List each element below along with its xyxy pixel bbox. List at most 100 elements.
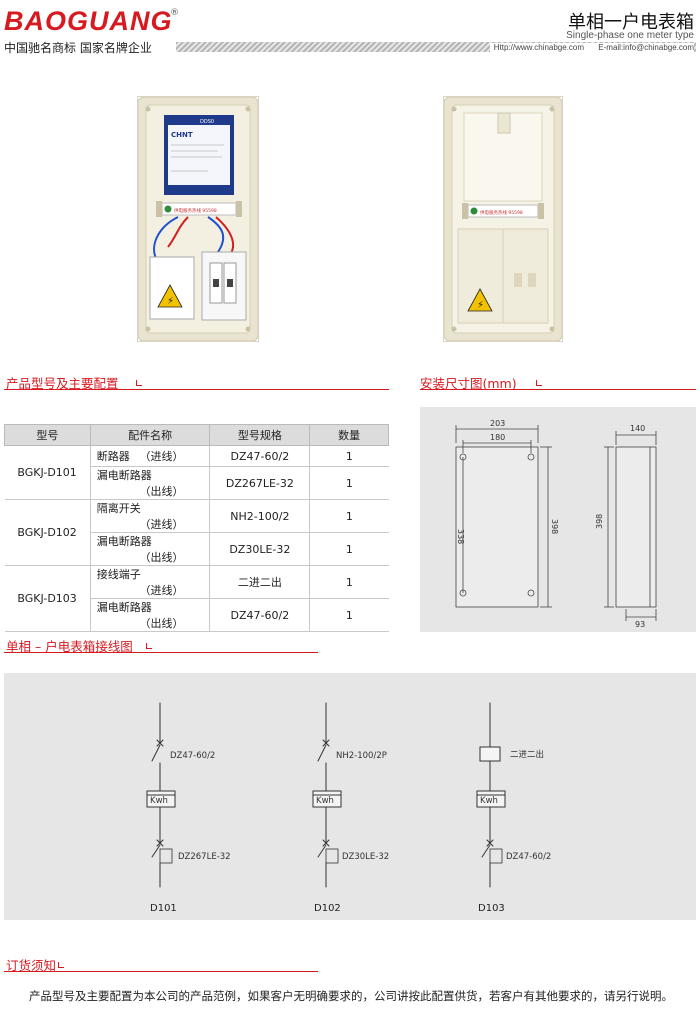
d102-diagram-name: D102 — [314, 903, 341, 914]
d103-diagram-name: D103 — [478, 903, 505, 914]
page-subtitle: Single-phase one meter type — [566, 30, 694, 41]
col-header-part: 配件名称 — [89, 424, 211, 446]
dimension-title-underline — [420, 389, 696, 390]
config-table: 型号 配件名称 型号规格 数量 BGKJ-D101 断路器 （进线） DZ47-6… — [4, 424, 389, 632]
part-name: 漏电断路器 — [96, 535, 152, 548]
d103-top-device-label: 二进二出 — [510, 749, 544, 760]
qty-cell: 1 — [309, 466, 389, 500]
part-name: 接线端子 — [96, 568, 141, 581]
header-stripe-bar — [176, 42, 696, 52]
part-cell: 漏电断路器 （出线） — [89, 466, 210, 500]
wiring-diagram-d102: NH2-100/2P Kwh DZ30LE-32 D102 — [312, 702, 389, 914]
qty-cell: 1 — [309, 499, 389, 533]
config-title-bracket — [136, 380, 142, 386]
qty-cell: 1 — [309, 445, 389, 467]
part-direction: （进线） — [139, 450, 184, 463]
svg-text:⚡: ⚡ — [477, 300, 484, 311]
table-row: 漏电断路器 （出线） DZ47-60/2 1 — [5, 598, 389, 632]
front-width-label: 203 — [490, 419, 505, 428]
order-section-title: 订货须知 — [6, 958, 57, 973]
d101-meter-label: Kwh — [150, 796, 168, 806]
dimension-title-bracket — [536, 380, 542, 386]
d102-bottom-device-label: DZ30LE-32 — [342, 852, 389, 862]
part-direction: （出线） — [139, 617, 184, 630]
spec-cell: DZ30LE-32 — [209, 532, 310, 566]
wiring-diagram-panel: DZ47-60/2 Kwh DZ267LE-32 D101 NH2-100/2P — [4, 673, 696, 920]
table-row: 漏电断路器 （出线） DZ30LE-32 1 — [5, 532, 389, 566]
right-service-plate: 供电服务热线 95598 — [480, 209, 523, 216]
col-header-model: 型号 — [4, 424, 91, 446]
spec-cell: DZ47-60/2 — [209, 445, 310, 467]
table-row: BGKJ-D103 接线端子 （进线） 二进二出 1 — [4, 565, 389, 632]
order-notice-text: 产品型号及主要配置为本公司的产品范例，如果客户无明确要求的，公司讲按此配置供货，… — [29, 989, 673, 1003]
col-header-qty: 数量 — [309, 424, 389, 446]
spec-cell: 二进二出 — [209, 565, 310, 599]
brand-logo: BAOGUANG — [4, 6, 173, 36]
d102-top-device-label: NH2-100/2P — [336, 751, 387, 761]
left-service-plate: 供电服务热线 95598 — [174, 207, 217, 214]
brand-slogan: 中国驰名商标 国家名牌企业 — [4, 41, 152, 55]
wiring-title-underline — [4, 652, 318, 653]
side-depth-label: 140 — [630, 424, 645, 433]
d101-bottom-device-label: DZ267LE-32 — [178, 852, 231, 862]
table-header-row: 型号 配件名称 型号规格 数量 — [4, 424, 389, 446]
part-name: 断路器 — [96, 450, 130, 463]
side-view — [604, 431, 657, 621]
qty-cell: 1 — [309, 565, 389, 599]
spec-cell: DZ47-60/2 — [209, 598, 310, 632]
meter-code: DDS0 — [200, 119, 214, 125]
d103-bottom-device-label: DZ47-60/2 — [506, 852, 551, 862]
wiring-diagram-d101: DZ47-60/2 Kwh DZ267LE-32 D101 — [146, 702, 231, 914]
d101-diagram-name: D101 — [150, 903, 177, 914]
model-cell: BGKJ-D101 — [4, 445, 91, 500]
email-link[interactable]: E-mail:info@chinabge.com — [598, 43, 694, 52]
config-section-title: 产品型号及主要配置 — [6, 376, 119, 391]
part-cell: 接线端子 （进线） — [89, 565, 210, 599]
part-name: 漏电断路器 — [96, 601, 152, 614]
part-cell: 漏电断路器 （出线） — [89, 598, 210, 632]
website-link[interactable]: Http://www.chinabge.com — [493, 43, 585, 52]
table-row: 漏电断路器（出线） DZ267LE-32 1 — [5, 466, 389, 500]
product-photo-assembled: CHNT DDS0 供电服务热线 95598 ⚡ — [137, 96, 259, 342]
d102-meter-label: Kwh — [316, 796, 334, 806]
d101-top-device-label: DZ47-60/2 — [170, 751, 215, 761]
part-direction: （出线） — [139, 551, 184, 564]
wiring-diagram-d103: 二进二出 Kwh DZ47-60/2 D103 — [476, 702, 551, 914]
registered-mark: ® — [170, 8, 179, 18]
wiring-section-title: 单相 – 户电表箱接线图 — [6, 639, 133, 654]
table-row: BGKJ-D101 断路器 （进线） DZ47-60/2 1 — [4, 445, 389, 500]
side-height-label: 398 — [595, 514, 604, 529]
front-view — [455, 425, 552, 608]
order-title-underline — [4, 971, 318, 972]
front-hole-height-label: 338 — [456, 529, 465, 544]
order-title-bracket — [58, 962, 64, 968]
part-name: 漏电断路器 — [96, 469, 152, 482]
front-height-label: 398 — [550, 519, 559, 534]
model-cell: BGKJ-D103 — [4, 565, 91, 632]
svg-text:⚡: ⚡ — [167, 296, 174, 307]
spec-cell: NH2-100/2 — [209, 499, 310, 533]
page-title: 单相一户电表箱 — [568, 12, 694, 33]
part-direction: （出线） — [139, 485, 184, 498]
config-title-underline — [4, 389, 389, 390]
dimension-section-title: 安装尺寸图(mm) — [420, 376, 517, 391]
col-header-spec: 型号规格 — [209, 424, 311, 446]
meter-brand: CHNT — [171, 131, 193, 139]
part-cell: 漏电断路器 （出线） — [89, 532, 210, 566]
part-cell: 隔离开关 （进线） — [89, 499, 210, 533]
d103-meter-label: Kwh — [480, 796, 498, 806]
part-name: 隔离开关 — [96, 502, 141, 515]
qty-cell: 1 — [309, 598, 389, 632]
part-cell: 断路器 （进线） — [89, 445, 210, 467]
front-hole-spacing-label: 180 — [490, 433, 505, 442]
wiring-title-bracket — [146, 643, 152, 649]
table-row: BGKJ-D102 隔离开关 （进线） NH2-100/2 1 — [4, 499, 389, 566]
product-photo-empty: 供电服务热线 95598 ⚡ — [443, 96, 563, 342]
model-cell: BGKJ-D102 — [4, 499, 91, 566]
part-direction: （进线） — [139, 584, 184, 597]
side-bottom-depth-label: 93 — [635, 620, 645, 629]
qty-cell: 1 — [309, 532, 389, 566]
dimension-drawing-panel: 203 180 338 398 140 398 93 — [420, 407, 696, 632]
contact-links: Http://www.chinabge.com E-mail:info@chin… — [489, 43, 694, 52]
part-direction: （进线） — [139, 518, 184, 531]
